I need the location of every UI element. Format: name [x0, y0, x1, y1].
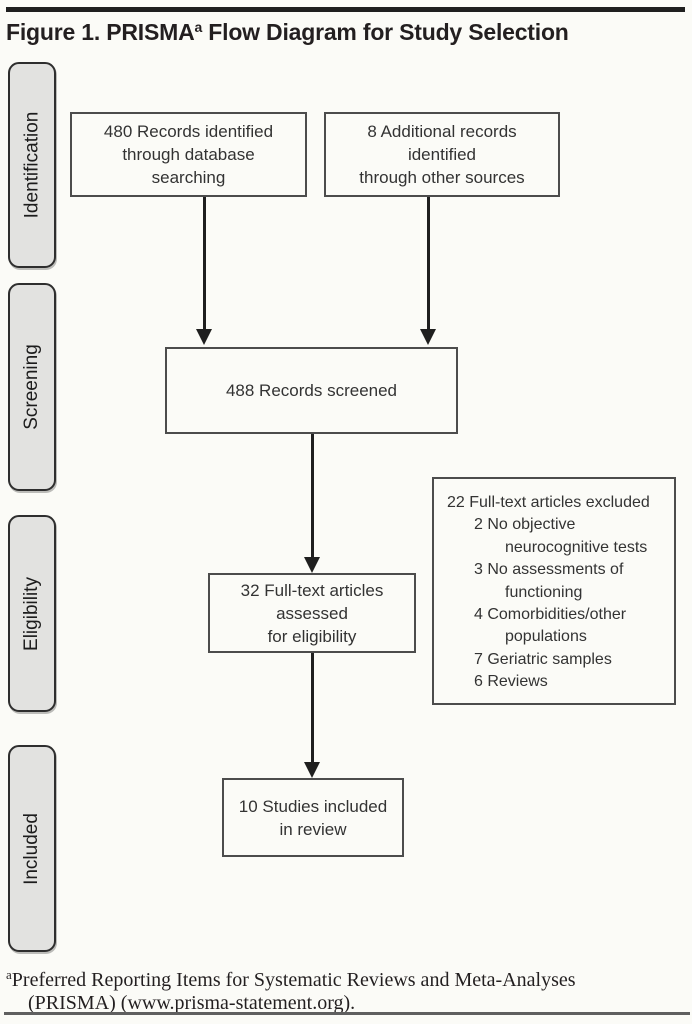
arrow-db-to-screened-line: [203, 197, 206, 329]
footnote-line1: aPreferred Reporting Items for Systemati…: [6, 963, 688, 992]
figure-title-text: Figure 1. PRISMA: [6, 19, 195, 45]
figure-title: Figure 1. PRISMAa Flow Diagram for Study…: [6, 19, 569, 46]
excluded-line: 22 Full-text articles excluded: [447, 494, 650, 511]
stage-label-screening: Screening: [21, 344, 42, 430]
excluded-line: 7 Geriatric samples: [474, 650, 612, 668]
footnote: aPreferred Reporting Items for Systemati…: [6, 963, 688, 1015]
footnote-superscript: a: [6, 967, 12, 982]
box-records-screened: 488 Records screened: [165, 347, 458, 434]
arrow-screened-to-assessed-head: [304, 557, 320, 573]
bottom-rule-bar: [4, 1012, 690, 1015]
arrow-other-to-screened-head: [420, 329, 436, 345]
arrow-assessed-to-included-line: [311, 653, 314, 762]
title-rule-bar: [6, 7, 685, 12]
excluded-line: populations: [505, 628, 587, 646]
figure-title-text-after: Flow Diagram for Study Selection: [202, 19, 569, 45]
stage-label-included: Included: [21, 812, 42, 885]
box-fulltext-excluded: 22 Full-text articles excluded 2 No obje…: [432, 477, 676, 705]
stage-bar-identification: Identification: [8, 62, 56, 268]
box-fulltext-assessed: 32 Full-text articles assessed for eligi…: [208, 573, 416, 653]
excluded-line: 2 No objective: [474, 516, 576, 534]
arrow-screened-to-assessed-line: [311, 434, 314, 557]
stage-bar-screening: Screening: [8, 283, 56, 491]
stage-label-identification: Identification: [21, 111, 42, 219]
box-records-identified-other-sources: 8 Additional records identified through …: [324, 112, 560, 197]
stage-bar-included: Included: [8, 745, 56, 952]
excluded-line: 3 No assessments of: [474, 561, 624, 579]
excluded-line: 4 Comorbidities/other: [474, 606, 627, 624]
box-studies-included: 10 Studies included in review: [222, 778, 404, 857]
stage-label-eligibility: Eligibility: [21, 576, 43, 651]
arrow-db-to-screened-head: [196, 329, 212, 345]
figure-title-superscript: a: [194, 19, 203, 35]
excluded-line: neurocognitive tests: [505, 538, 648, 556]
footnote-line1-text: Preferred Reporting Items for Systematic…: [11, 969, 576, 991]
stage-bar-eligibility: Eligibility: [8, 515, 56, 712]
footnote-line2: (PRISMA) (www.prisma-statement.org).: [28, 992, 356, 1014]
excluded-line: functioning: [505, 583, 583, 601]
excluded-line: 6 Reviews: [474, 673, 548, 691]
box-records-identified-database: 480 Records identified through database …: [70, 112, 307, 197]
arrow-assessed-to-included-head: [304, 762, 320, 778]
arrow-other-to-screened-line: [427, 197, 430, 329]
